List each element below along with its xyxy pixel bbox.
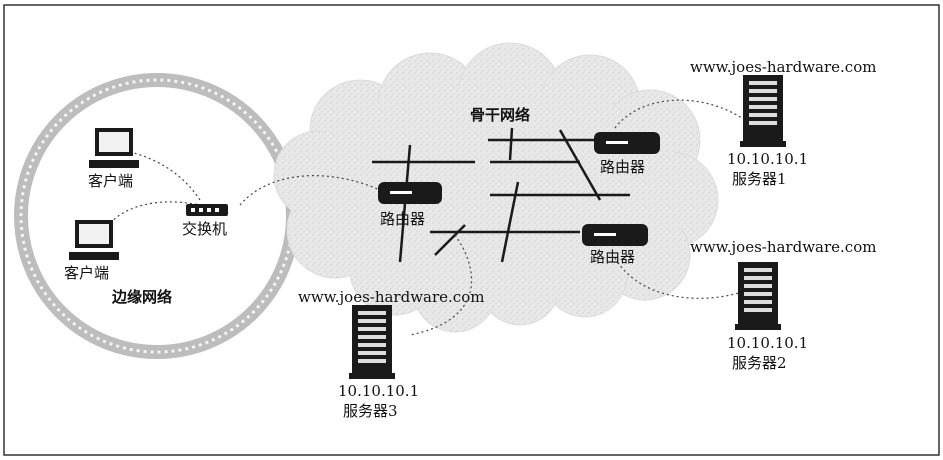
edge-network-label: 边缘网络	[112, 288, 173, 306]
client-label-2: 客户端	[64, 264, 110, 282]
router-label-center: 路由器	[380, 210, 426, 228]
server1-name: 服务器1	[732, 170, 787, 188]
computer-icon	[69, 220, 119, 260]
client-label-1: 客户端	[88, 172, 134, 190]
router-icon	[378, 182, 442, 204]
server3-ip: 10.10.10.1	[338, 382, 420, 400]
server2-name: 服务器2	[732, 354, 787, 372]
router-label-top: 路由器	[600, 158, 646, 176]
server1-hostname: www.joes-hardware.com	[690, 58, 877, 76]
server3-name: 服务器3	[343, 402, 398, 420]
router-icon	[594, 132, 660, 154]
server2-hostname: www.joes-hardware.com	[690, 238, 877, 256]
edge-network-ring	[14, 73, 300, 359]
switch-icon	[186, 204, 228, 216]
backbone-label: 骨干网络	[470, 106, 531, 124]
server-icon	[735, 262, 781, 330]
server1-ip: 10.10.10.1	[727, 150, 809, 168]
server3-hostname: www.joes-hardware.com	[298, 288, 485, 306]
router-icon	[582, 224, 648, 246]
frame-border	[3, 4, 940, 456]
router-label-bottom: 路由器	[590, 248, 636, 266]
backbone-links	[372, 127, 630, 263]
computer-icon	[89, 128, 139, 168]
server-icon	[740, 75, 786, 147]
switch-label: 交换机	[182, 220, 228, 238]
server2-ip: 10.10.10.1	[727, 334, 809, 352]
server-icon	[349, 305, 395, 379]
